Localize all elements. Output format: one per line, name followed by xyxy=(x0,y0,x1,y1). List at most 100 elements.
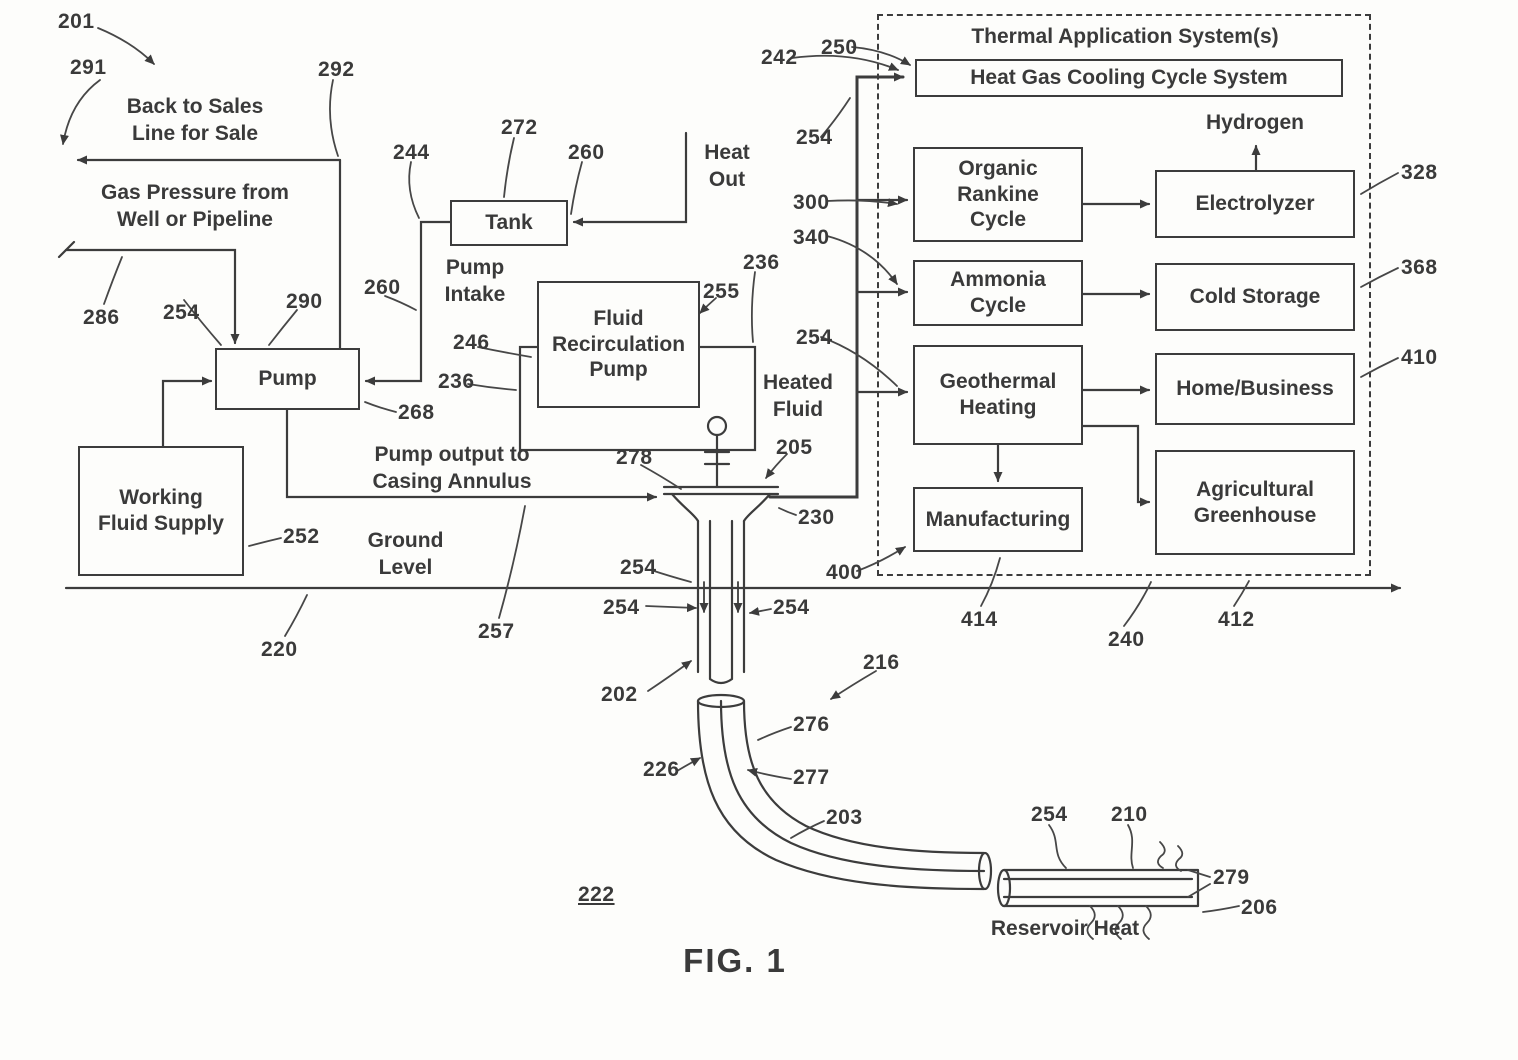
ref-250: 250 xyxy=(821,36,858,59)
leader-201 xyxy=(97,27,155,65)
leader-292 xyxy=(329,79,339,157)
tank-intake-line xyxy=(364,220,452,386)
leader-240 xyxy=(1123,581,1152,627)
ref-230: 230 xyxy=(798,506,835,529)
leader-279 xyxy=(1187,869,1211,898)
leader-400 xyxy=(856,546,906,572)
gas-pressure-note: Gas Pressure from Well or Pipeline xyxy=(101,181,289,231)
reservoir-heat-waves xyxy=(1086,841,1184,940)
working-fluid-supply-box: Working Fluid Supply xyxy=(78,446,244,576)
ref-220: 220 xyxy=(261,638,298,661)
heat-gas-cooling-box: Heat Gas Cooling Cycle System xyxy=(915,59,1343,97)
ref-242: 242 xyxy=(761,46,798,69)
ref-368: 368 xyxy=(1401,256,1438,279)
ref-254-casing-left: 254 xyxy=(603,596,640,619)
pump-output-line xyxy=(285,408,658,502)
leader-300 xyxy=(826,198,898,208)
back-to-sales-note: Back to Sales Line for Sale xyxy=(126,95,264,145)
leader-412 xyxy=(1233,580,1250,607)
heat-out-line xyxy=(572,131,688,227)
ref-201: 201 xyxy=(58,10,95,33)
geothermal-heating-label: Geothermal Heating xyxy=(939,370,1057,419)
leader-410 xyxy=(1360,357,1399,378)
lateral-pipe-mid xyxy=(719,699,986,873)
flow-lines xyxy=(57,72,1402,908)
pump-output-note: Pump output to Casing Annulus xyxy=(372,443,532,493)
ref-254-reservoir: 254 xyxy=(1031,803,1068,826)
heat-gas-cooling-label: Heat Gas Cooling Cycle System xyxy=(970,66,1288,90)
leader-278 xyxy=(640,464,682,490)
ref-290: 290 xyxy=(286,290,323,313)
lateral-pipe-outer xyxy=(696,699,986,891)
ref-252: 252 xyxy=(283,525,320,548)
ref-278: 278 xyxy=(616,446,653,469)
ref-254-casing-right: 254 xyxy=(773,596,810,619)
leader-277 xyxy=(747,767,792,780)
ref-205: 205 xyxy=(776,436,813,459)
ref-272: 272 xyxy=(501,116,538,139)
electrolyzer-box: Electrolyzer xyxy=(1155,170,1355,238)
manufacturing-box: Manufacturing xyxy=(913,487,1083,552)
working-fluid-line xyxy=(161,376,213,448)
leader-414 xyxy=(980,557,1001,607)
wellhead-funnel xyxy=(670,492,772,523)
tank-box: Tank xyxy=(450,200,568,246)
leader-328 xyxy=(1360,172,1399,195)
leader-202 xyxy=(647,660,692,692)
leader-291 xyxy=(60,79,101,145)
ref-328: 328 xyxy=(1401,161,1438,184)
leader-268 xyxy=(364,401,397,413)
ref-254-pump: 254 xyxy=(163,301,200,324)
well-tubing xyxy=(708,519,734,685)
geo-to-greenhouse-arrow xyxy=(1081,424,1151,507)
electrolyzer-label: Electrolyzer xyxy=(1195,192,1315,216)
leader-340 xyxy=(826,235,898,285)
leader-206 xyxy=(1202,905,1240,913)
leader-254b xyxy=(650,569,692,583)
manufacturing-label: Manufacturing xyxy=(925,507,1071,531)
ref-226: 226 xyxy=(643,758,680,781)
well-casing xyxy=(696,519,746,674)
reservoir-pipe xyxy=(1002,868,1200,908)
ground-level-note: Ground Level xyxy=(367,529,444,579)
ref-286: 286 xyxy=(83,306,120,329)
leader-203 xyxy=(790,820,825,839)
figure-caption: FIG. 1 xyxy=(683,942,787,979)
tank-label: Tank xyxy=(485,211,533,235)
leader-254g xyxy=(820,336,898,387)
ref-268: 268 xyxy=(398,401,435,424)
leader-255 xyxy=(699,297,717,314)
pump-label: Pump xyxy=(258,367,317,391)
ref-277: 277 xyxy=(793,766,830,789)
thermal-application-systems-title: Thermal Application System(s) xyxy=(971,25,1279,48)
ref-340: 340 xyxy=(793,226,830,249)
leader-254e xyxy=(1048,824,1067,869)
wellhead-valve xyxy=(706,415,728,437)
leader-290 xyxy=(268,309,298,346)
ref-400: 400 xyxy=(826,561,863,584)
ref-254-pipe-geo: 254 xyxy=(796,326,833,349)
leader-254c xyxy=(645,603,697,613)
wellhead-flange xyxy=(662,485,780,496)
thermal-application-systems-group xyxy=(877,14,1371,576)
home-business-box: Home/Business xyxy=(1155,353,1355,425)
ref-244: 244 xyxy=(393,141,430,164)
ref-246: 246 xyxy=(453,331,490,354)
ref-216: 216 xyxy=(863,651,900,674)
heated-fluid-pipe xyxy=(768,72,905,499)
ammonia-cycle-label: Ammonia Cycle xyxy=(950,268,1046,317)
organic-rankine-label: Organic Rankine Cycle xyxy=(957,157,1039,232)
leader-lines xyxy=(60,27,1399,940)
leader-210 xyxy=(1127,824,1134,869)
ref-222: 222 xyxy=(578,883,615,906)
leader-272 xyxy=(503,137,515,198)
fluid-recirculation-pump-box: Fluid Recirculation Pump xyxy=(537,281,700,408)
ref-202: 202 xyxy=(601,683,638,706)
ref-300: 300 xyxy=(793,191,830,214)
leader-216 xyxy=(830,670,877,700)
valve-stem xyxy=(703,433,731,489)
leader-254a xyxy=(183,299,222,346)
ref-255: 255 xyxy=(703,280,740,303)
ref-236-right: 236 xyxy=(743,251,780,274)
